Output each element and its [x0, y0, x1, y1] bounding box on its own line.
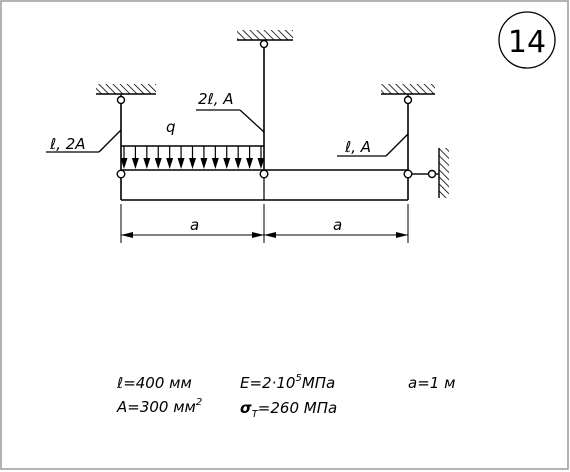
load-arrowhead: [257, 158, 265, 169]
load-arrowhead: [154, 158, 162, 169]
param-E: E=2·105МПа: [240, 373, 335, 392]
dimension-right-label: a: [333, 216, 342, 234]
load-arrowhead: [143, 158, 151, 169]
load-label: q: [166, 118, 176, 136]
middle-ceiling-support: [237, 30, 293, 49]
load-arrowhead: [120, 158, 128, 169]
problem-number-badge: 14: [498, 11, 556, 69]
middle-rod-leader: [196, 109, 265, 133]
distributed-load: [120, 145, 265, 169]
load-arrowhead: [200, 158, 208, 169]
left-rod-leader: [46, 129, 122, 153]
left-rod-label: ℓ, 2A: [49, 135, 86, 153]
middle-rod-label: 2ℓ, A: [198, 90, 234, 108]
load-arrowhead: [223, 158, 231, 169]
param-a: a=1 м: [408, 374, 455, 392]
dimension-lines: [120, 204, 409, 243]
right-rod-label: ℓ, A: [344, 138, 371, 156]
load-arrowhead: [234, 158, 242, 169]
load-arrowhead: [189, 158, 196, 169]
load-arrowhead: [131, 158, 139, 169]
left-beam-joint: [116, 169, 126, 179]
load-arrowhead: [166, 158, 174, 169]
dimension-left-label: a: [190, 216, 199, 234]
right-rod-leader: [337, 133, 409, 157]
right-ceiling-support: [381, 84, 435, 105]
load-arrowhead: [246, 158, 254, 169]
load-arrowhead: [211, 158, 219, 169]
right-beam-joint: [403, 169, 413, 179]
problem-number: 14: [508, 25, 546, 60]
middle-beam-joint: [259, 169, 269, 179]
param-l: ℓ=400 мм: [116, 374, 192, 392]
param-sigma: σT=260 МПа: [240, 399, 337, 420]
param-A: A=300 мм2: [116, 397, 202, 416]
load-arrowhead: [177, 158, 185, 169]
right-wall-support: [412, 148, 449, 198]
left-ceiling-support: [96, 84, 156, 105]
